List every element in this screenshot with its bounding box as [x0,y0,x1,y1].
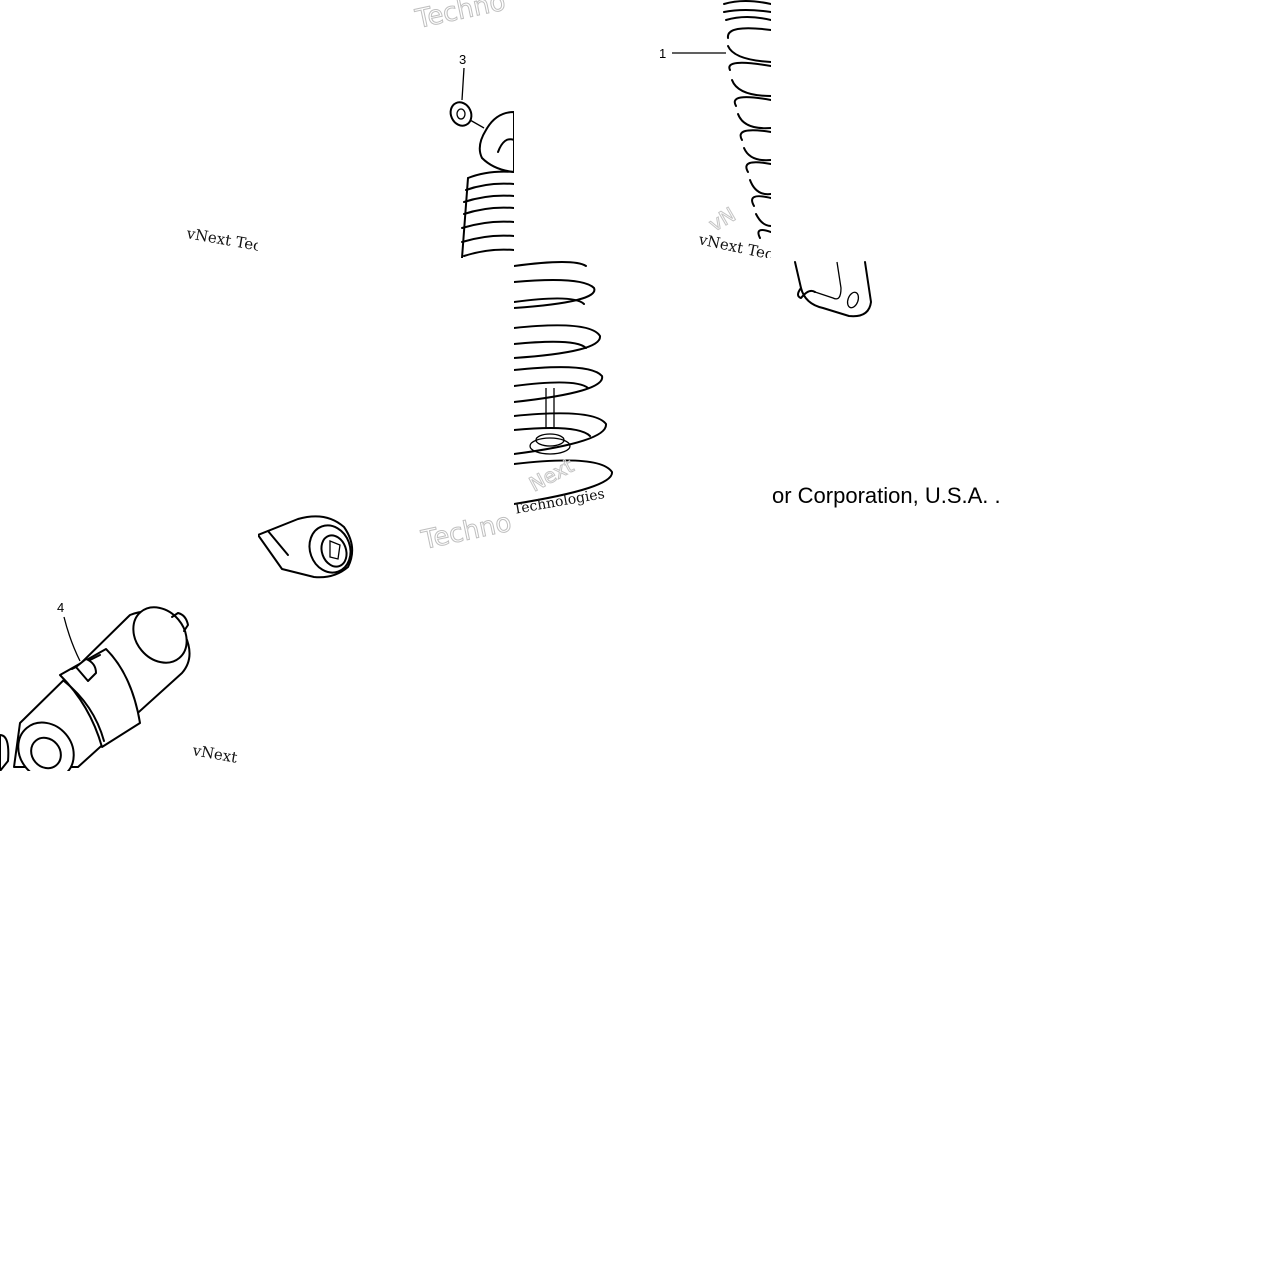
callout-4: 4 [57,600,64,615]
watermark-vnext-bottom: vNext [190,741,238,767]
tile-center: Next Technologies [514,258,771,515]
lower-spring-icon [514,261,613,505]
watermark-techno-mid: Techno [418,515,514,556]
copyright-text: or Corporation, U.S.A. . [772,483,1001,508]
mounting-bracket-icon [794,261,872,318]
shock-top-icon [461,111,514,258]
tile-bracket [771,258,891,328]
tile-upper-middle: Techno 3 [258,0,514,258]
bushing-icon [258,515,354,579]
nut-icon [449,101,485,129]
watermark-vnext-left: vNext Tec [184,224,258,255]
callout-1: 1 [659,46,666,61]
reservoir-icon [0,606,191,771]
leader-line-4 [63,616,81,662]
callout-3: 3 [459,52,466,67]
tile-upper-right: 1 vNext Tec vN [514,0,771,258]
tile-mid-left: Techno [258,515,514,585]
leader-line-3 [461,67,465,101]
watermark-vnext-right: vNext Tec [696,230,771,258]
tile-lower-left: 4 vNext [0,585,240,771]
watermark-technologies: Technologies [514,486,606,515]
coil-spring-icon [723,0,771,239]
watermark-techno-top: Techno [412,0,508,35]
tile-upper-left: vNext Tec [160,200,258,258]
